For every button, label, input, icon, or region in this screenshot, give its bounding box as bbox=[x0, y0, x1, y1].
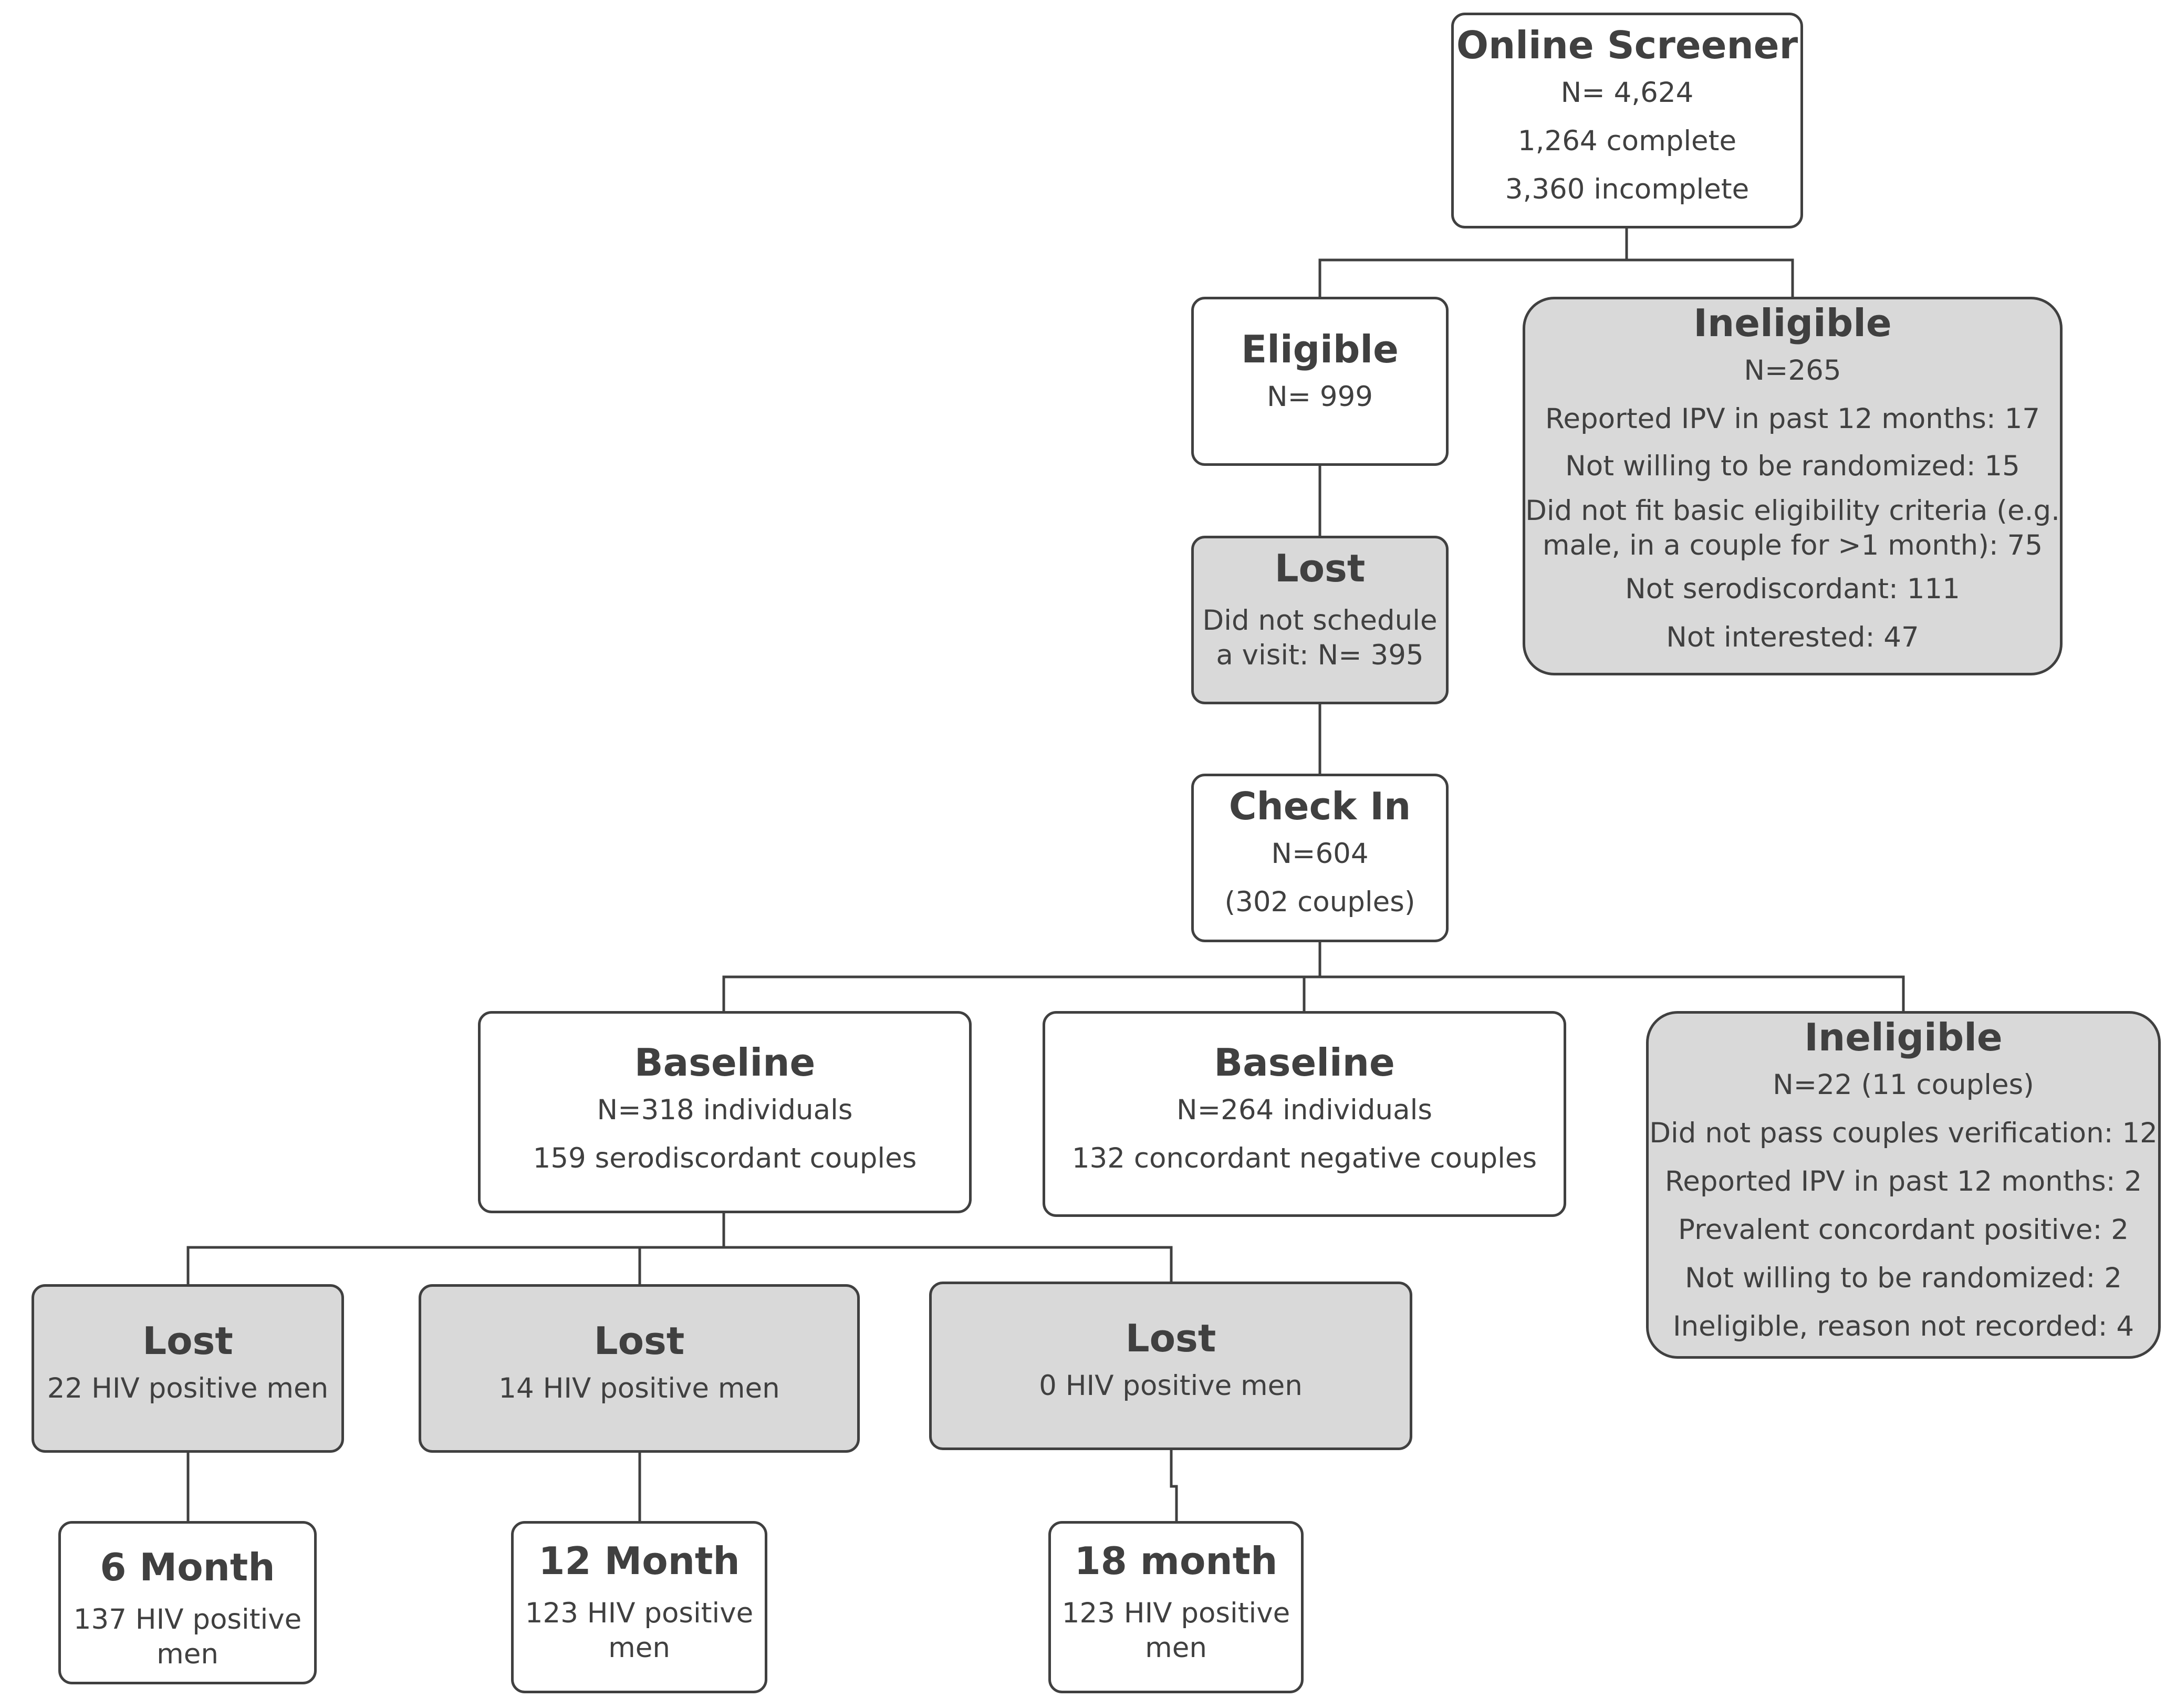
ineligible-screener-n: N=265 bbox=[1744, 355, 1841, 387]
baseline-concordant-title: Baseline bbox=[1214, 1040, 1395, 1085]
online-screener-line: N= 4,624 bbox=[1560, 77, 1694, 109]
ineligible-checkin-reason: Reported IPV in past 12 months: 2 bbox=[1664, 1165, 2142, 1197]
eligible-title: Eligible bbox=[1241, 327, 1399, 371]
month-12-title: 12 Month bbox=[538, 1539, 740, 1583]
eligible-box: Eligible N= 999 bbox=[1191, 297, 1449, 466]
ineligible-screener-box: Ineligible N=265 Reported IPV in past 12… bbox=[1523, 297, 2063, 675]
month-6-line: men bbox=[157, 1638, 218, 1670]
lost-no-visit-box: Lost Did not schedule a visit: N= 395 bbox=[1191, 536, 1449, 704]
ineligible-checkin-reason: Prevalent concordant positive: 2 bbox=[1678, 1214, 2129, 1246]
lost-no-visit-line: a visit: N= 395 bbox=[1216, 639, 1424, 671]
check-in-line: (302 couples) bbox=[1224, 886, 1415, 918]
ineligible-screener-reason: Reported IPV in past 12 months: 17 bbox=[1545, 403, 2040, 435]
check-in-line: N=604 bbox=[1271, 838, 1369, 870]
ineligible-checkin-reason: Ineligible, reason not recorded: 4 bbox=[1672, 1310, 2134, 1342]
ineligible-screener-reason: male, in a couple for >1 month): 75 bbox=[1542, 529, 2043, 561]
online-screener-title: Online Screener bbox=[1456, 23, 1798, 67]
month-6-line: 137 HIV positive bbox=[73, 1603, 302, 1636]
baseline-serodiscordant-line: 159 serodiscordant couples bbox=[533, 1142, 917, 1174]
connector-screener bbox=[1318, 228, 1628, 297]
ineligible-checkin-n: N=22 (11 couples) bbox=[1773, 1069, 2034, 1101]
connector-screener-ineligible bbox=[1627, 258, 1794, 297]
month-18-box: 18 month 123 HIV positive men bbox=[1048, 1521, 1304, 1693]
lost-12-month-line: 14 HIV positive men bbox=[498, 1372, 780, 1404]
connector-baseline-lost18 bbox=[724, 1246, 1173, 1282]
lost-6-month-title: Lost bbox=[142, 1319, 233, 1363]
online-screener-line: 1,264 complete bbox=[1517, 125, 1737, 157]
lost-6-month-box: Lost 22 HIV positive men bbox=[32, 1284, 344, 1453]
month-12-line: men bbox=[608, 1632, 670, 1664]
lost-18-month-line: 0 HIV positive men bbox=[1039, 1370, 1303, 1402]
connector-baseline bbox=[186, 1213, 725, 1284]
month-18-title: 18 month bbox=[1074, 1539, 1278, 1583]
month-12-line: 123 HIV positive bbox=[525, 1597, 754, 1629]
lost-no-visit-title: Lost bbox=[1274, 546, 1366, 590]
baseline-serodiscordant-line: N=318 individuals bbox=[597, 1094, 853, 1126]
baseline-concordant-line: 132 concordant negative couples bbox=[1071, 1142, 1537, 1174]
ineligible-checkin-title: Ineligible bbox=[1804, 1015, 2003, 1059]
lost-18-month-title: Lost bbox=[1125, 1316, 1216, 1360]
ineligible-screener-title: Ineligible bbox=[1693, 301, 1892, 345]
eligible-line: N= 999 bbox=[1266, 381, 1373, 413]
month-12-box: 12 Month 123 HIV positive men bbox=[511, 1521, 767, 1693]
ineligible-screener-reason: Not interested: 47 bbox=[1666, 621, 1919, 653]
ineligible-checkin-reason: Did not pass couples verification: 12 bbox=[1649, 1117, 2158, 1149]
lost-6-month-line: 22 HIV positive men bbox=[47, 1372, 329, 1404]
month-6-title: 6 Month bbox=[100, 1545, 275, 1589]
month-18-line: 123 HIV positive bbox=[1061, 1597, 1290, 1629]
ineligible-screener-reason: Did not fit basic eligibility criteria (… bbox=[1525, 495, 2060, 527]
lost-no-visit-line: Did not schedule bbox=[1202, 605, 1438, 637]
baseline-concordant-box: Baseline N=264 individuals 132 concordan… bbox=[1043, 1011, 1566, 1217]
ineligible-screener-reason: Not serodiscordant: 111 bbox=[1625, 573, 1960, 605]
connector-checkin-ineligible bbox=[1320, 975, 1905, 1011]
lost-18-month-box: Lost 0 HIV positive men bbox=[929, 1282, 1412, 1450]
month-18-line: men bbox=[1145, 1632, 1207, 1664]
lost-12-month-box: Lost 14 HIV positive men bbox=[419, 1284, 860, 1453]
online-screener-line: 3,360 incomplete bbox=[1505, 173, 1750, 205]
ineligible-checkin-box: Ineligible N=22 (11 couples) Did not pas… bbox=[1646, 1011, 2161, 1359]
lost-12-month-title: Lost bbox=[593, 1319, 685, 1363]
baseline-serodiscordant-title: Baseline bbox=[634, 1040, 816, 1085]
check-in-box: Check In N=604 (302 couples) bbox=[1191, 774, 1449, 942]
check-in-title: Check In bbox=[1228, 784, 1411, 828]
connector-checkin bbox=[722, 942, 1321, 1011]
month-6-box: 6 Month 137 HIV positive men bbox=[58, 1521, 317, 1684]
connector-lost18-month18 bbox=[1170, 1450, 1178, 1521]
ineligible-checkin-reason: Not willing to be randomized: 2 bbox=[1685, 1262, 2122, 1294]
online-screener-box: Online Screener N= 4,624 1,264 complete … bbox=[1451, 13, 1803, 228]
baseline-concordant-line: N=264 individuals bbox=[1176, 1094, 1432, 1126]
ineligible-screener-reason: Not willing to be randomized: 15 bbox=[1565, 450, 2020, 482]
baseline-serodiscordant-box: Baseline N=318 individuals 159 serodisco… bbox=[478, 1011, 972, 1213]
